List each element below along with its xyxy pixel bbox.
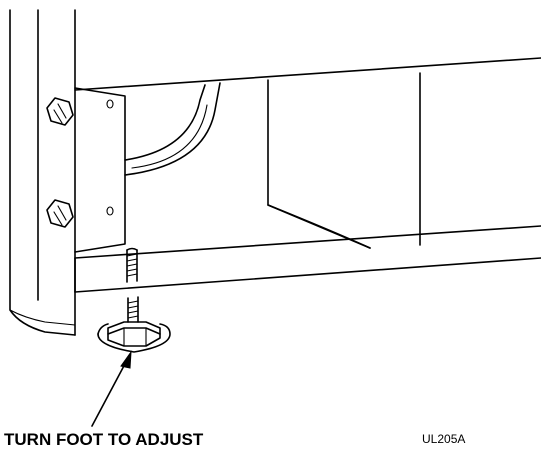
hex-bolt-lower [46, 199, 74, 228]
base-rail [74, 225, 541, 293]
interior-partitions [267, 72, 421, 249]
tubing [124, 82, 221, 176]
threaded-stud-upper [126, 247, 138, 283]
hex-bolt-upper [46, 97, 74, 126]
callout-arrow [91, 350, 132, 427]
mounting-bracket [74, 87, 126, 253]
leveling-foot [97, 321, 171, 353]
instruction-caption: TURN FOOT TO ADJUST [4, 430, 204, 449]
figure-id-label: UL205A [422, 432, 465, 446]
threaded-stud-lower [127, 296, 139, 323]
cabinet-side-wall [9, 9, 76, 336]
cabinet-top-edge [74, 57, 541, 91]
